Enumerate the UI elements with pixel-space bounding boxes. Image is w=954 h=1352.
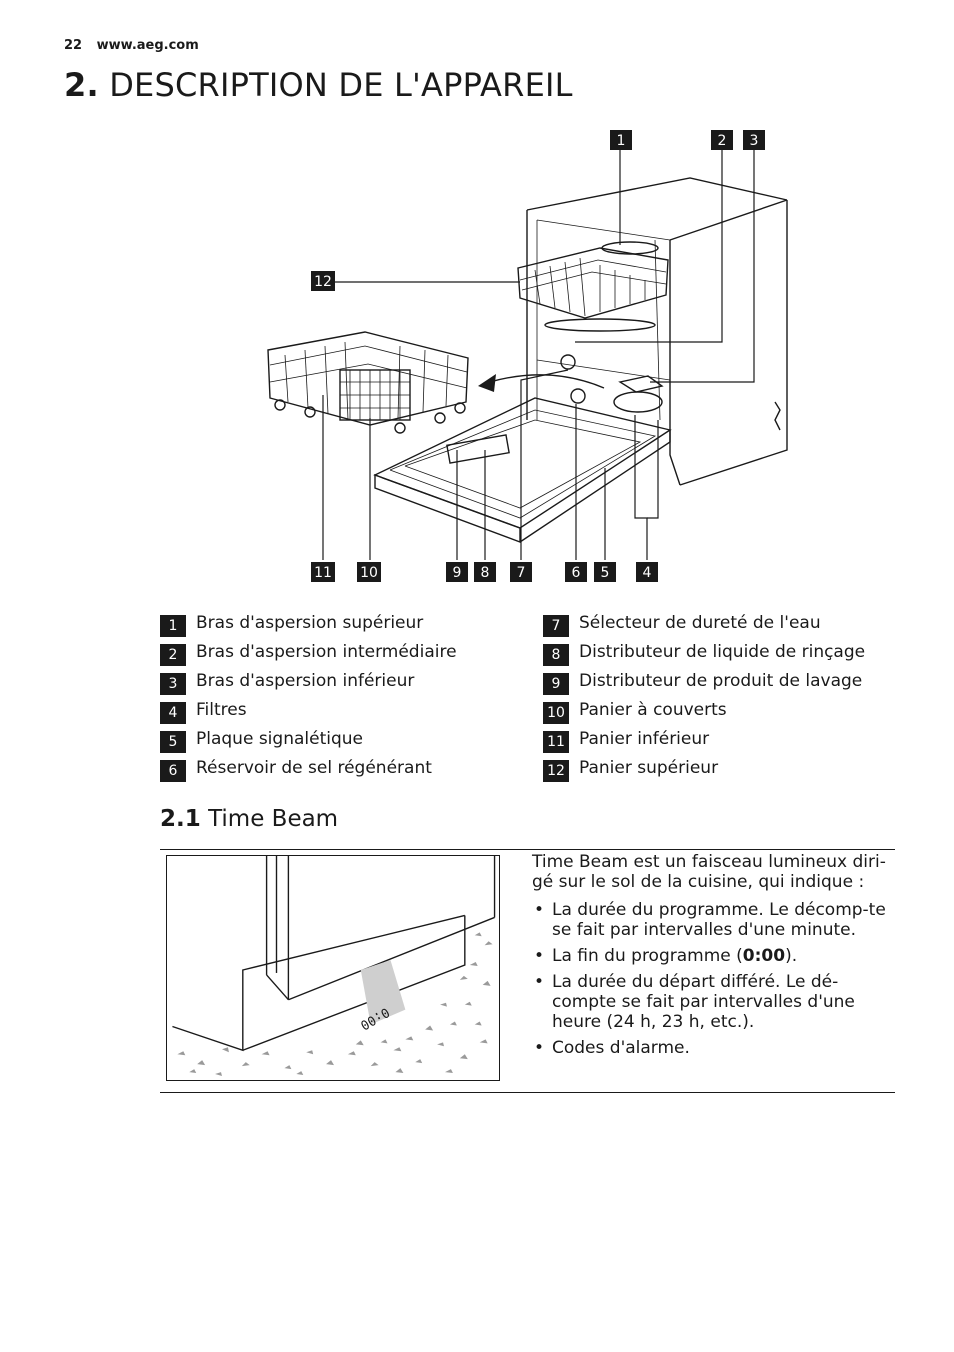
legend-item: 11 Panier inférieur (543, 726, 903, 755)
legend-label: Panier supérieur (579, 758, 719, 778)
appliance-diagram: 1 2 3 12 11 10 9 8 (200, 120, 820, 600)
page-number: 22 (64, 38, 83, 53)
subsection-title: 2.1 Time Beam (160, 806, 338, 832)
legend-item: 4 Filtres (160, 697, 520, 726)
legend-item: 5 Plaque signalétique (160, 726, 520, 755)
svg-text:3: 3 (750, 133, 759, 149)
legend-number: 9 (543, 673, 569, 695)
dishwasher-illustration: 1 2 3 12 11 10 9 8 (267, 130, 788, 582)
callout-2: 2 (711, 130, 733, 150)
legend-label: Panier à couverts (579, 700, 727, 720)
svg-text:12: 12 (314, 274, 332, 290)
floor-speckle (177, 932, 493, 1077)
callout-9: 9 (446, 562, 468, 582)
svg-text:4: 4 (643, 565, 652, 581)
svg-text:9: 9 (453, 565, 462, 581)
legend-label: Plaque signalétique (196, 729, 363, 749)
time-beam-intro: Time Beam est un faisceau lumineux diri-… (532, 852, 886, 892)
divider-bottom (160, 1092, 895, 1093)
list-item: La fin du programme (0:00). (532, 946, 892, 966)
legend-label: Bras d'aspersion supérieur (196, 613, 424, 633)
time-beam-drawing: 0:00 (172, 856, 496, 1077)
legend-item: 8 Distributeur de liquide de rinçage (543, 639, 903, 668)
legend-number: 2 (160, 644, 186, 666)
legend-item: 9 Distributeur de produit de lavage (543, 668, 903, 697)
callout-5: 5 (594, 562, 616, 582)
legend-number: 7 (543, 615, 569, 637)
legend-number: 12 (543, 760, 569, 782)
legend-number: 8 (543, 644, 569, 666)
callout-3: 3 (743, 130, 765, 150)
callout-6: 6 (565, 562, 587, 582)
list-item: Codes d'alarme. (532, 1038, 892, 1058)
callout-8: 8 (474, 562, 496, 582)
subsection-number: 2.1 (160, 806, 201, 832)
svg-text:1: 1 (617, 133, 626, 149)
subsection-title-text: Time Beam (208, 806, 339, 832)
page-header: 22 www.aeg.com (64, 38, 199, 53)
legend-number: 6 (160, 760, 186, 782)
section-title-text: DESCRIPTION DE L'APPAREIL (109, 66, 573, 104)
lower-basket-drawing (267, 331, 469, 434)
legend-label: Panier inférieur (579, 729, 710, 749)
list-item: La durée du programme. Le décomp-te se f… (532, 900, 892, 940)
leader-lines (322, 150, 755, 560)
legend-column-right: 7 Sélecteur de dureté de l'eau 8 Distrib… (543, 610, 903, 784)
legend-item: 1 Bras d'aspersion supérieur (160, 610, 520, 639)
upper-basket-drawing (517, 241, 669, 332)
legend-label: Sélecteur de dureté de l'eau (579, 613, 821, 633)
section-title: 2. DESCRIPTION DE L'APPAREIL (64, 66, 573, 104)
legend-item: 3 Bras d'aspersion inférieur (160, 668, 520, 697)
svg-text:10: 10 (360, 565, 378, 581)
door-drawing (373, 354, 672, 544)
legend-label: Distributeur de produit de lavage (579, 671, 863, 691)
legend-number: 5 (160, 731, 186, 753)
legend-label: Distributeur de liquide de rinçage (579, 642, 866, 662)
time-beam-description: Time Beam est un faisceau lumineux diri-… (532, 852, 892, 1064)
divider-top (160, 849, 895, 850)
dishwasher-side (172, 856, 496, 1052)
light-beam (360, 960, 406, 1025)
svg-text:8: 8 (481, 565, 490, 581)
callout-10: 10 (357, 562, 381, 582)
callout-1: 1 (610, 130, 632, 150)
svg-text:5: 5 (601, 565, 610, 581)
callout-12: 12 (311, 271, 335, 291)
legend-label: Bras d'aspersion intermédiaire (196, 642, 457, 662)
svg-text:6: 6 (572, 565, 581, 581)
end-time-value: 0:00 (742, 946, 786, 966)
time-beam-illustration: 0:00 (166, 855, 500, 1081)
list-item: La durée du départ différé. Le dé-compte… (532, 972, 892, 1032)
legend-label: Réservoir de sel régénérant (196, 758, 432, 778)
legend-item: 10 Panier à couverts (543, 697, 903, 726)
legend-item: 6 Réservoir de sel régénérant (160, 755, 520, 784)
legend-label: Filtres (196, 700, 247, 720)
callout-7: 7 (510, 562, 532, 582)
callout-4: 4 (636, 562, 658, 582)
legend-item: 7 Sélecteur de dureté de l'eau (543, 610, 903, 639)
svg-text:7: 7 (517, 565, 526, 581)
legend-number: 3 (160, 673, 186, 695)
legend-number: 4 (160, 702, 186, 724)
callout-11: 11 (311, 562, 335, 582)
legend-number: 10 (543, 702, 569, 724)
website-url[interactable]: www.aeg.com (96, 38, 199, 53)
time-beam-list: La durée du programme. Le décomp-te se f… (532, 900, 892, 1058)
svg-text:11: 11 (314, 565, 332, 581)
legend-number: 1 (160, 615, 186, 637)
legend-label: Bras d'aspersion inférieur (196, 671, 415, 691)
legend-item: 12 Panier supérieur (543, 755, 903, 784)
legend-item: 2 Bras d'aspersion intermédiaire (160, 639, 520, 668)
svg-text:2: 2 (718, 133, 727, 149)
cabinet-drawing (526, 177, 788, 486)
legend-column-left: 1 Bras d'aspersion supérieur 2 Bras d'as… (160, 610, 520, 784)
legend-number: 11 (543, 731, 569, 753)
section-number: 2. (64, 66, 99, 104)
